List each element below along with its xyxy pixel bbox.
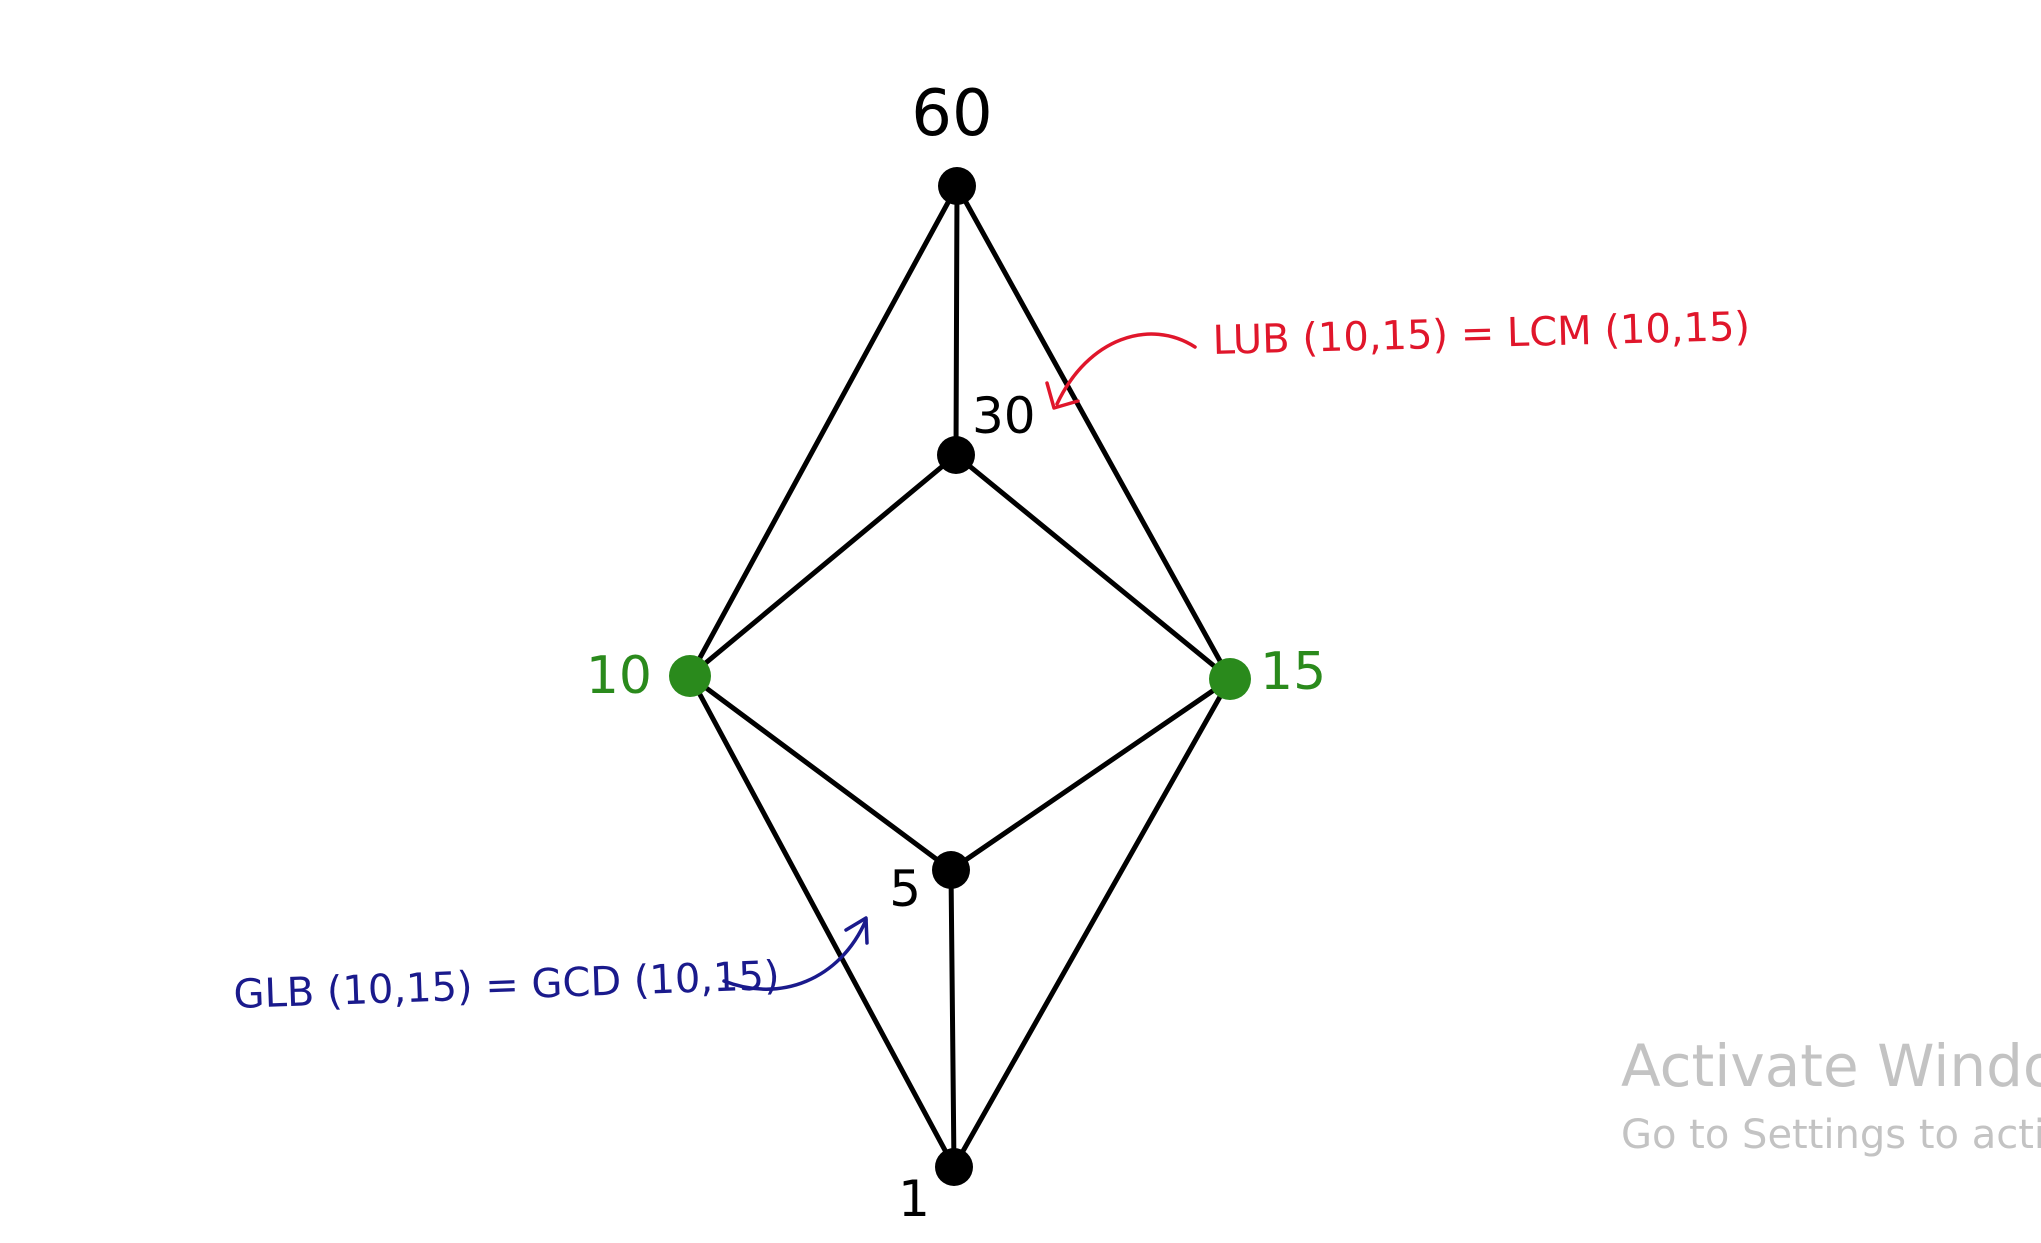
- lub-label: LUB (10,15) = LCM (10,15): [1212, 304, 1751, 364]
- lub-annotation: LUB (10,15) = LCM (10,15): [1045, 304, 1751, 410]
- node-30: [937, 436, 975, 474]
- node-10: [669, 655, 711, 697]
- edge-15-5: [948, 676, 1233, 873]
- node-label-15: 15: [1260, 642, 1326, 702]
- activate-windows-subtitle: Go to Settings to activate Windows.: [1621, 1112, 2041, 1158]
- node-15: [1209, 658, 1251, 700]
- node-1: [935, 1148, 973, 1186]
- node-label-1: 1: [898, 1170, 930, 1228]
- lub-arrow: [1055, 332, 1197, 406]
- node-label-60: 60: [911, 77, 992, 151]
- edge-5-1: [948, 867, 957, 1170]
- edge-15-1: [951, 676, 1233, 1170]
- activate-windows-title: Activate Windows: [1621, 1032, 2041, 1100]
- glb-arrow: [722, 918, 868, 991]
- node-60: [938, 167, 976, 205]
- node-label-30: 30: [972, 387, 1036, 445]
- edge-10-5: [687, 673, 954, 873]
- lub-arrowhead: [1045, 381, 1080, 410]
- lattice-edges: [687, 183, 1233, 1170]
- glb-label: GLB (10,15) = GCD (10,15): [233, 953, 781, 1018]
- edge-30-10: [687, 452, 959, 679]
- node-5: [932, 851, 970, 889]
- node-label-10: 10: [586, 646, 652, 706]
- edge-10-1: [687, 673, 957, 1170]
- node-label-5: 5: [889, 860, 921, 918]
- glb-annotation: GLB (10,15) = GCD (10,15): [233, 916, 869, 1018]
- glb-arrowhead: [844, 916, 869, 945]
- edge-60-10: [687, 183, 960, 679]
- lattice-nodes: [669, 167, 1251, 1186]
- lattice-labels: 60 30 10 15 5 1: [586, 77, 1326, 1228]
- edge-60-15: [954, 183, 1233, 682]
- edge-30-15: [953, 452, 1233, 682]
- edge-60-30: [953, 183, 960, 458]
